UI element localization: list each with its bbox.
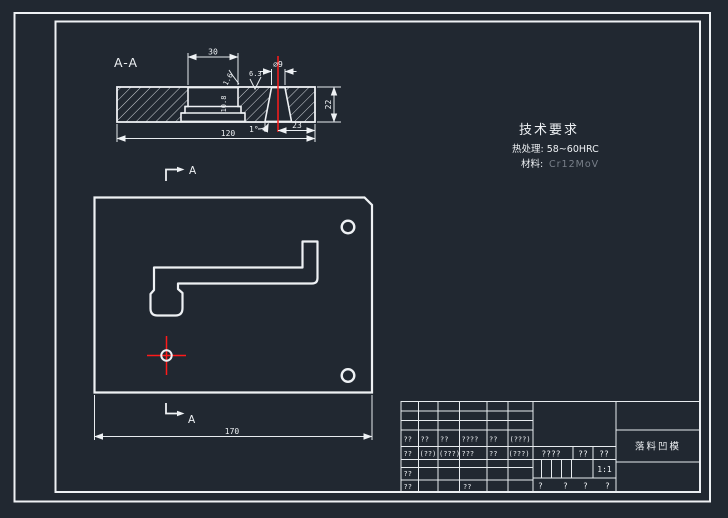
tb-r2c1: (??)	[420, 450, 437, 458]
dim-height-text: 22	[324, 100, 333, 110]
dim-overall-width-text: 120	[221, 129, 236, 138]
dim-depth-text: 10.8	[220, 96, 228, 113]
section-view: A-A 30 ⌀9 10.8 1.6	[114, 48, 341, 142]
tb-sign-1: ?	[563, 482, 568, 491]
tech-heat-treatment: 热处理: 58~60HRC	[512, 143, 599, 155]
tb-r2c0: ??	[404, 450, 412, 458]
roughness-seat-text: 6.3	[249, 70, 262, 78]
dim-plate-width-text: 170	[225, 427, 240, 436]
tb-sign-3: ?	[605, 482, 610, 491]
tb-r1c5: (???)	[510, 436, 531, 444]
dim-offset-text: 23	[292, 121, 302, 130]
screw-hole-bottom	[340, 368, 356, 384]
dim-top-width	[187, 53, 239, 85]
screw-hole-top	[340, 219, 356, 235]
roughness-seat-symbol: 6.3	[249, 70, 262, 91]
plate-outline	[93, 196, 374, 394]
section-view-title: A-A	[114, 55, 138, 70]
tech-title: 技术要求	[519, 123, 579, 138]
dowel-hole	[147, 336, 186, 375]
plan-view: A A 170	[93, 165, 374, 440]
dim-plate-width	[94, 395, 373, 440]
tb-r3c0: ??	[404, 470, 412, 478]
sheet-frame	[13, 11, 712, 503]
tb-part-name: 落料凹模	[635, 441, 681, 453]
tb-r1c0: ??	[404, 436, 412, 444]
tech-material-label: 材料:	[521, 158, 543, 170]
tb-r1c3: ????	[462, 436, 479, 444]
tb-r2c3: ???	[462, 450, 475, 458]
angle-text: 1°	[249, 125, 259, 134]
dim-height	[317, 86, 341, 123]
roughness-wall-text: 1.6	[222, 72, 235, 87]
dim-overall-width	[116, 124, 316, 142]
tb-mid-2: ??	[599, 450, 609, 459]
tb-r1c2: ??	[440, 436, 448, 444]
cut-mark-top	[165, 166, 185, 181]
tech-requirements: 技术要求 热处理: 58~60HRC 材料: Cr12MoV	[512, 123, 599, 170]
tb-sign-0: ?	[538, 482, 543, 491]
tb-mid-0: ????	[541, 450, 560, 459]
tb-r2c2: (???)	[439, 450, 460, 458]
title-block: ?? ?? ?? ???? ?? (???) ?? (??) (???) ???…	[400, 400, 701, 493]
tb-r4c0: ??	[404, 483, 412, 491]
cut-label-top: A	[189, 165, 197, 177]
tb-r4c3: ??	[463, 483, 471, 491]
blanking-slot	[149, 240, 319, 317]
cut-mark-bottom	[165, 403, 185, 417]
title-block-grid	[400, 400, 701, 493]
die-opening-profile	[180, 86, 246, 123]
tb-r1c4: ??	[489, 436, 497, 444]
tb-r2c5: (???)	[509, 450, 530, 458]
tb-r1c1: ??	[421, 436, 429, 444]
tb-sign-2: ?	[583, 482, 588, 491]
angle-leader	[257, 123, 269, 133]
roughness-wall-symbol: 1.6	[222, 69, 240, 87]
dim-hole-dia-text: ⌀9	[273, 60, 283, 69]
dim-offset	[264, 123, 316, 134]
tb-mid-1: ??	[578, 450, 588, 459]
tb-scale: 1:1	[597, 465, 612, 474]
tb-r2c4: ??	[489, 450, 497, 458]
dim-top-width-text: 30	[208, 48, 218, 57]
tech-material-value: Cr12MoV	[549, 159, 599, 170]
dim-hole-dia	[260, 68, 297, 85]
cut-label-bottom: A	[188, 414, 196, 426]
